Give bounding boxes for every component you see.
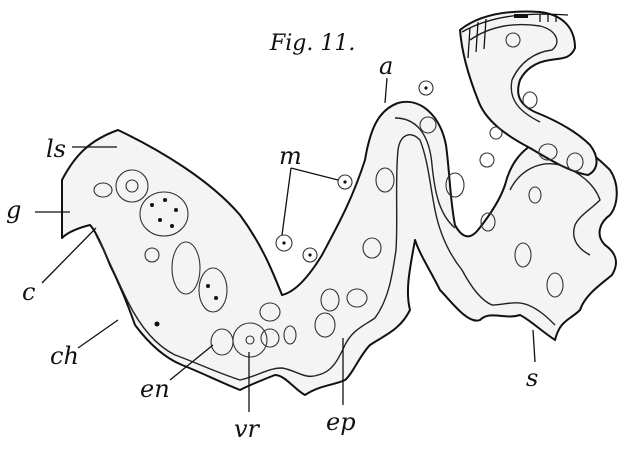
nucleus-dot — [163, 198, 167, 202]
label-s: s — [526, 364, 538, 392]
free-cell-nucleus — [343, 180, 346, 183]
nucleus-dot — [158, 218, 162, 222]
label-en: en — [140, 375, 170, 403]
label-g: g — [6, 196, 21, 224]
free-cell — [490, 127, 502, 139]
cell — [523, 92, 537, 108]
figure-title: Fig. 11. — [269, 31, 355, 56]
nucleus-dot — [214, 296, 218, 300]
free-cell-nucleus — [282, 241, 285, 244]
nucleus-dot — [150, 203, 154, 207]
leader-c — [42, 228, 96, 283]
label-ch: ch — [50, 342, 79, 370]
free-cell-nucleus — [424, 86, 427, 89]
label-vr: vr — [234, 415, 261, 443]
label-ls: ls — [46, 135, 66, 163]
free-cell — [480, 153, 494, 167]
nucleus-dot — [206, 284, 210, 288]
tissue-spot — [155, 322, 160, 327]
leader-s — [533, 330, 535, 362]
label-ep: ep — [326, 408, 356, 436]
label-c: c — [22, 278, 35, 306]
free-cell-nucleus — [308, 253, 311, 256]
cuticle-mark — [514, 14, 528, 18]
leader-ch — [78, 320, 118, 348]
leader-m — [282, 168, 338, 235]
label-m: m — [279, 142, 302, 170]
label-a: a — [379, 52, 393, 80]
leader-a — [385, 78, 387, 103]
nucleus-dot — [170, 224, 174, 228]
nucleus-dot — [174, 208, 178, 212]
